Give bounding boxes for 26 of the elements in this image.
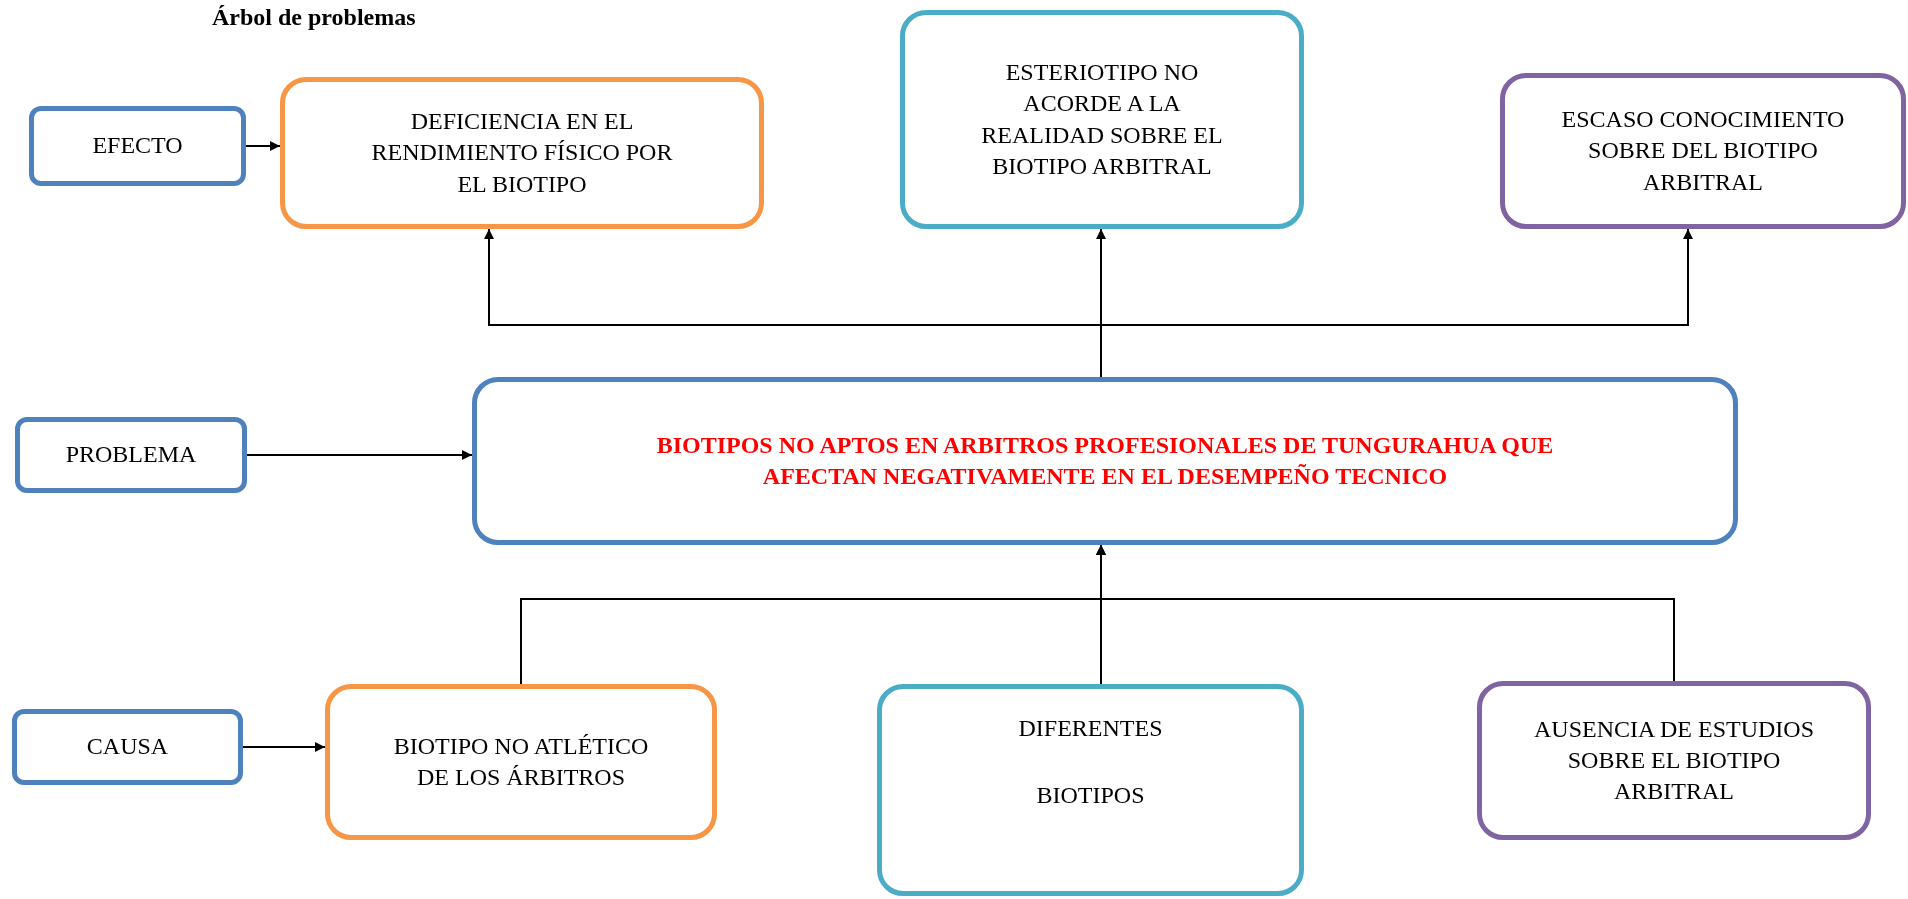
arrow xyxy=(245,141,281,151)
box-text: PROBLEMA xyxy=(65,440,197,470)
problem-box xyxy=(472,377,1738,545)
box-text: DIFERENTES xyxy=(1018,714,1163,743)
arrow xyxy=(246,450,473,460)
effect-box xyxy=(900,10,1304,229)
effect-box xyxy=(1500,73,1906,229)
cause-box xyxy=(1477,681,1871,840)
box-text: ESCASO CONOCIMIENTO SOBRE DEL BIOTIPO ARBITRAL xyxy=(1560,105,1846,197)
label-box xyxy=(15,417,247,493)
label-box xyxy=(29,106,246,186)
arrow xyxy=(1096,544,1675,682)
box-text: DEFICIENCIA EN EL RENDIMIENTO FÍSICO POR EL BIOTIPO xyxy=(370,107,674,199)
label-box xyxy=(12,709,243,785)
box-text: BIOTIPO NO ATLÉTICO DE LOS ÁRBITROS xyxy=(392,731,650,792)
box-text: CAUSA xyxy=(86,732,169,762)
effect-box xyxy=(280,77,764,229)
box-text: BIOTIPOS xyxy=(1036,781,1145,811)
box-text: BIOTIPOS NO APTOS EN ARBITROS PROFESIONALES DE TUNGURAHUA QUE AFECTAN NEGATIVAMENTE EN EL DESEMPEÑO TECNICO xyxy=(655,430,1555,491)
diagram-title: Árbol de problemas xyxy=(212,4,416,31)
box-text: AUSENCIA DE ESTUDIOS SOBRE EL BIOTIPO ARBITRAL xyxy=(1533,714,1815,807)
box-text: EFECTO xyxy=(92,131,183,161)
cause-box xyxy=(325,684,717,840)
box-text: ESTERIOTIPO NO ACORDE A LA REALIDAD SOBRE EL BIOTIPO ARBITRAL xyxy=(980,58,1224,181)
arrow xyxy=(242,742,326,752)
cause-box xyxy=(877,684,1304,896)
